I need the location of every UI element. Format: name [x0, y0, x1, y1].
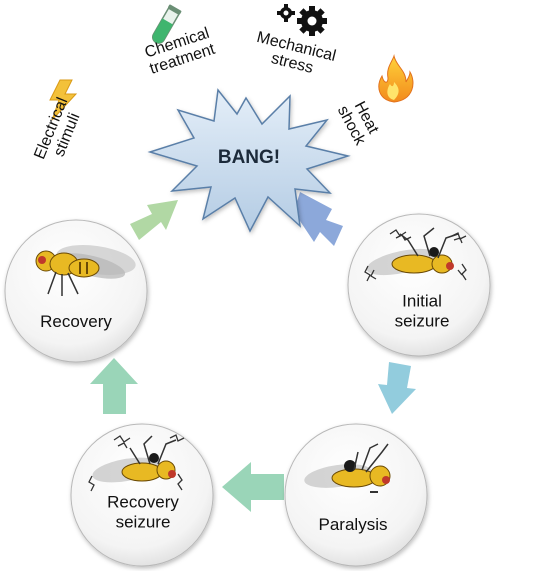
arrow-initial-to-paralysis	[378, 362, 416, 414]
fire-icon	[378, 54, 414, 103]
initial-seizure-circle	[347, 213, 491, 357]
arrow-paralysis-to-recovery-seizure	[222, 462, 284, 512]
arrow-recovery-to-bang	[130, 200, 178, 240]
paralysis-label: Paralysis	[318, 514, 388, 534]
arrow-bang-to-initial	[294, 192, 343, 246]
fly-recovery-seizure-icon	[88, 434, 185, 492]
fly-seizure-icon	[364, 227, 467, 282]
fly-paralysis-icon	[304, 443, 391, 493]
paralysis-circle	[284, 423, 428, 567]
bang-starburst	[147, 88, 351, 233]
recovery-seizure-label: Recovery seizure	[107, 492, 179, 532]
recovery-seizure-circle	[70, 423, 214, 567]
arrow-recovery-seizure-to-recovery	[90, 358, 138, 414]
test-tube-icon	[152, 4, 182, 44]
fly-upright-icon	[35, 245, 136, 296]
initial-seizure-label: Initial seizure	[394, 291, 450, 331]
bang-label: BANG!	[217, 147, 281, 169]
recovery-label: Recovery	[40, 311, 112, 331]
gears-icon	[277, 4, 327, 36]
lightning-icon	[49, 79, 78, 121]
